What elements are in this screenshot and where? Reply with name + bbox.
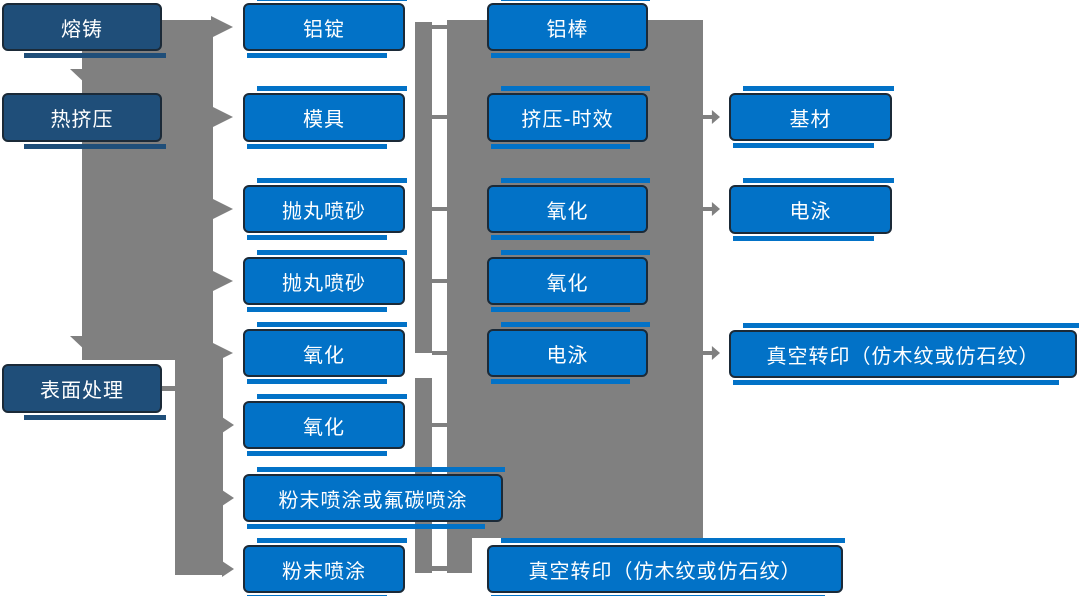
node-fenmopentu: 粉末喷涂 <box>243 538 407 596</box>
node-yanghua-4: 氧化 <box>487 250 650 312</box>
arrowhead-to-paowanpensha-1 <box>211 198 233 220</box>
arrowhead-to-yanghua-2 <box>222 417 234 433</box>
node-rejiya: 热挤压 <box>2 93 166 149</box>
node-yanghua-1: 氧化 <box>243 322 407 384</box>
arrowhead-to-lvding <box>211 16 233 38</box>
connector-tick <box>432 207 447 211</box>
connector-tick <box>432 351 447 355</box>
node-zhenkong-2: 真空转印（仿木纹或仿石纹） <box>729 323 1079 385</box>
connector-surface-bar <box>175 348 223 575</box>
connector-tick <box>432 423 447 427</box>
node-rongzhu: 熔铸 <box>2 3 166 58</box>
node-dianyong-2: 电泳 <box>729 178 894 241</box>
node-dianyong-1: 电泳 <box>487 322 650 384</box>
node-zhenkong-1: 真空转印（仿木纹或仿石纹） <box>487 538 845 596</box>
node-biaomianchuli: 表面处理 <box>2 364 166 420</box>
connector-trunk-left <box>82 20 213 360</box>
node-jicai: 基材 <box>729 86 894 148</box>
node-muju: 模具 <box>243 86 407 149</box>
connector-tick <box>432 566 447 571</box>
connector-tick <box>432 115 447 119</box>
node-paowanpensha-2: 抛丸喷砂 <box>243 250 407 312</box>
connector-tick <box>432 279 447 283</box>
arrow-to-zhenkong-2 <box>702 346 720 360</box>
node-fenmo-futan: 粉末喷涂或氟碳喷涂 <box>243 467 505 529</box>
arrow-to-dianyong-2 <box>702 202 720 216</box>
node-jiya-shixiao: 挤压-时效 <box>487 86 650 149</box>
arrowhead-to-fenmopentu <box>222 561 234 577</box>
connector-surface-tick <box>161 386 176 391</box>
arrowhead-to-paowanpensha-2 <box>211 270 233 292</box>
connector-bracket-upper <box>415 22 432 353</box>
arrowhead-to-fenmo-futan <box>222 490 234 506</box>
connector-tick <box>432 25 447 29</box>
node-paowanpensha-1: 抛丸喷砂 <box>243 178 407 240</box>
connector-trunk-right-foot <box>447 538 472 573</box>
arrowhead-to-muju <box>211 106 233 128</box>
node-lvding: 铝锭 <box>243 0 407 58</box>
node-lvbang: 铝棒 <box>487 0 650 58</box>
node-yanghua-2: 氧化 <box>243 394 407 456</box>
node-yanghua-3: 氧化 <box>487 178 650 240</box>
arrow-to-jicai <box>702 110 720 124</box>
